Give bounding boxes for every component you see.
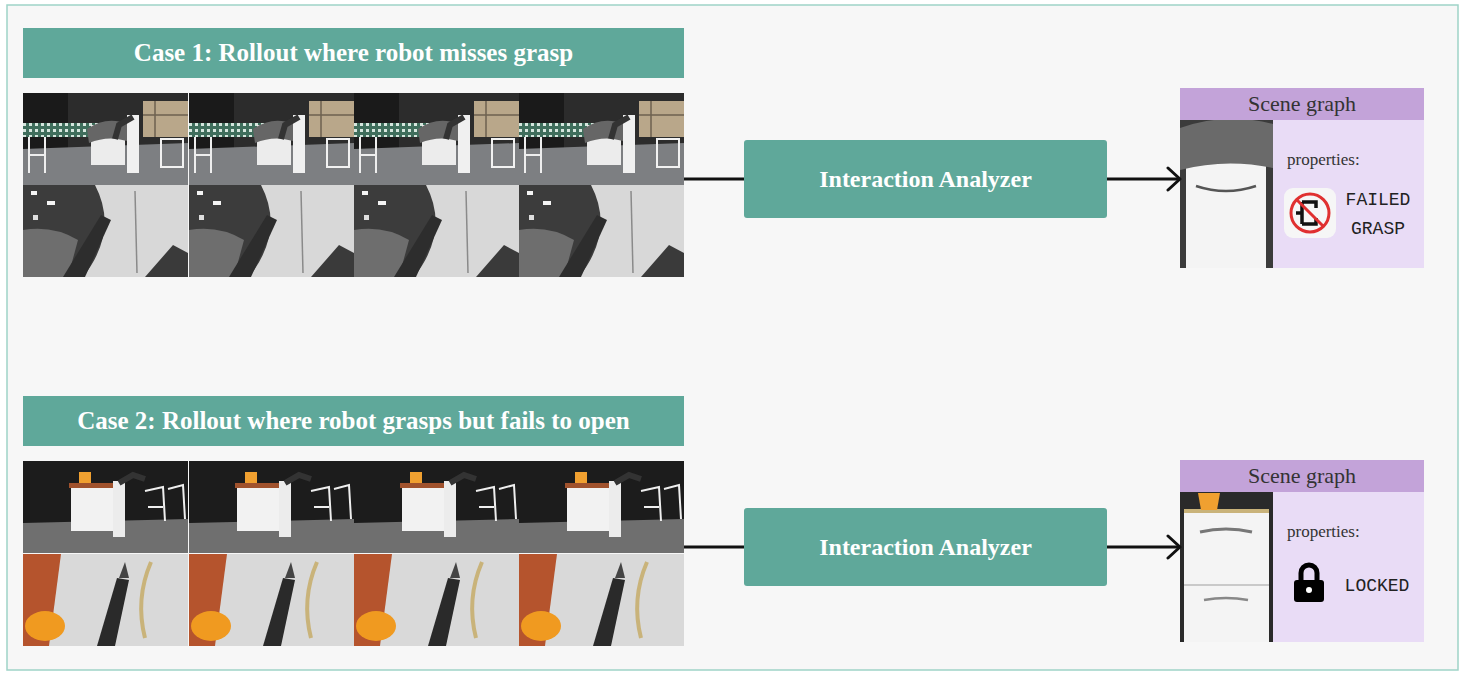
- rollout-frame: [23, 93, 188, 185]
- rollout-frame: [519, 93, 684, 185]
- property-value: FAILED GRASP: [1338, 186, 1418, 244]
- object-thumbnail: [1180, 119, 1273, 268]
- scene-graph-card: Scene graph properties: FAILED GRASP: [1180, 88, 1424, 268]
- object-thumbnail: [1180, 492, 1273, 642]
- cabinet: [1184, 512, 1269, 642]
- rollout-frame: [189, 185, 354, 277]
- cup: [1198, 493, 1220, 510]
- rollout-frame: [354, 185, 519, 277]
- prohibit-circle: [1291, 194, 1329, 232]
- drawer-seam: [1184, 584, 1269, 586]
- process-label: Interaction Analyzer: [819, 534, 1032, 561]
- rollout-frame: [519, 554, 684, 646]
- rollout-frame: [189, 554, 354, 646]
- rollout-frame: [23, 461, 188, 553]
- thumbnail-backdrop: [1180, 492, 1273, 642]
- rollout-frame: [189, 461, 354, 553]
- lock-icon: [1294, 565, 1324, 602]
- rollout-frame: [23, 185, 188, 277]
- flow-arrow: [1107, 178, 1180, 181]
- gripper-glyph: [1296, 202, 1316, 224]
- process-box: Interaction Analyzer: [744, 508, 1107, 586]
- card-header: Scene graph: [1180, 88, 1424, 120]
- case-title: Case 2: Rollout where robot grasps but f…: [77, 407, 630, 435]
- rollout-frame: [189, 93, 354, 185]
- flow-arrow: [1107, 546, 1180, 549]
- failed-grasp-icon: [1284, 188, 1336, 238]
- lock-body: [1294, 580, 1324, 602]
- property-value: LOCKED: [1332, 572, 1422, 601]
- rollout-frame: [354, 93, 519, 185]
- scene-graph-card: Scene graph properties: LOCKED: [1180, 460, 1424, 642]
- input-wire: [684, 546, 744, 549]
- drawer-handle: [1200, 529, 1252, 532]
- cabinet-top: [1184, 509, 1269, 513]
- drawer-handle: [1204, 598, 1248, 600]
- rollout-frame: [354, 554, 519, 646]
- lock-keyhole: [1306, 587, 1312, 593]
- rollout-frame: [354, 461, 519, 553]
- property-heading: properties:: [1287, 522, 1360, 542]
- icon-tile: [1284, 188, 1336, 238]
- process-box: Interaction Analyzer: [744, 140, 1107, 218]
- cabinet: [1186, 150, 1266, 268]
- properties-panel: [1273, 492, 1424, 642]
- lock-shackle: [1301, 565, 1317, 581]
- case-banner: Case 2: Rollout where robot grasps but f…: [23, 396, 684, 446]
- rollout-frame: [519, 185, 684, 277]
- thumbnail-backdrop: [1180, 120, 1273, 268]
- drawer-handle: [1196, 186, 1256, 191]
- case-title: Case 1: Rollout where robot misses grasp: [134, 39, 573, 67]
- case-banner: Case 1: Rollout where robot misses grasp: [23, 28, 684, 78]
- prohibit-slash: [1297, 200, 1323, 226]
- rollout-frame: [519, 461, 684, 553]
- property-heading: properties:: [1287, 150, 1360, 170]
- card-header: Scene graph: [1180, 460, 1424, 492]
- input-wire: [684, 178, 744, 181]
- figure-frame: [7, 5, 1458, 670]
- rollout-frame: [23, 554, 188, 646]
- process-label: Interaction Analyzer: [819, 166, 1032, 193]
- cloth: [1180, 119, 1273, 170]
